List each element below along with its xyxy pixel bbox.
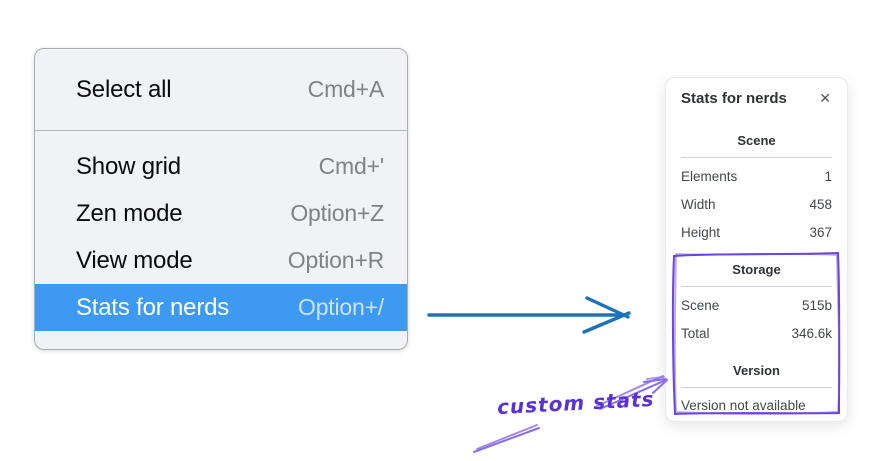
stat-label: Total xyxy=(681,325,710,341)
stats-panel: Stats for nerds ✕ Scene Elements 1 Width… xyxy=(665,77,848,422)
menu-item-label: View mode xyxy=(76,246,193,274)
section-divider xyxy=(681,286,832,287)
stat-row-height: Height 367 xyxy=(681,218,832,246)
section-divider xyxy=(681,157,832,158)
stat-value: 346.6k xyxy=(791,325,832,341)
stat-value: 367 xyxy=(809,224,832,240)
stat-value: 458 xyxy=(809,196,832,212)
section-header: Version xyxy=(733,363,780,378)
stat-label: Scene xyxy=(681,297,720,313)
menu-separator xyxy=(35,130,407,131)
stat-label: Elements xyxy=(681,168,738,184)
menu-item-shortcut: Option+R xyxy=(287,247,384,273)
stat-label: Height xyxy=(681,224,721,240)
menu-item-zen-mode[interactable]: Zen mode Option+Z xyxy=(35,190,407,237)
section-divider xyxy=(681,387,832,388)
menu-item-label: Select all xyxy=(76,75,172,103)
stat-value: 1 xyxy=(824,168,832,184)
section-version: Version Version not available xyxy=(681,363,832,418)
menu-item-label: Zen mode xyxy=(76,199,183,227)
annotation-label: custom stats xyxy=(496,386,656,420)
stat-row-width: Width 458 xyxy=(681,190,832,218)
panel-title: Stats for nerds xyxy=(681,89,787,107)
section-scene: Scene Elements 1 Width 458 Height 367 xyxy=(681,133,832,246)
menu-item-label: Show grid xyxy=(76,152,181,180)
stat-value: 515b xyxy=(801,297,832,313)
menu-group: Show grid Cmd+' Zen mode Option+Z View m… xyxy=(35,131,407,331)
close-icon[interactable]: ✕ xyxy=(819,90,831,106)
menu-item-stats-for-nerds[interactable]: Stats for nerds Option+/ xyxy=(35,284,407,331)
menu-item-select-all[interactable]: Select all Cmd+A xyxy=(35,49,407,130)
panel-header: Stats for nerds ✕ xyxy=(681,89,832,107)
menu-item-view-mode[interactable]: View mode Option+R xyxy=(35,237,407,284)
flow-arrow xyxy=(427,296,631,334)
menu-item-shortcut: Cmd+A xyxy=(307,76,385,102)
stat-row-total-size: Total 346.6k xyxy=(681,319,832,347)
context-menu: Select all Cmd+A Show grid Cmd+' Zen mod… xyxy=(34,48,408,350)
menu-item-shortcut: Option+/ xyxy=(298,294,384,320)
version-note: Version not available xyxy=(681,397,806,413)
stat-row-scene-size: Scene 515b xyxy=(681,291,832,319)
menu-item-label: Stats for nerds xyxy=(76,293,230,321)
stat-label: Width xyxy=(681,196,716,212)
menu-item-show-grid[interactable]: Show grid Cmd+' xyxy=(35,143,407,190)
stat-row-elements: Elements 1 xyxy=(681,162,832,190)
section-header: Storage xyxy=(732,262,781,277)
menu-item-shortcut: Cmd+' xyxy=(318,153,385,179)
menu-item-shortcut: Option+Z xyxy=(290,200,384,226)
section-storage: Storage Scene 515b Total 346.6k xyxy=(681,262,832,347)
section-header: Scene xyxy=(737,133,776,148)
